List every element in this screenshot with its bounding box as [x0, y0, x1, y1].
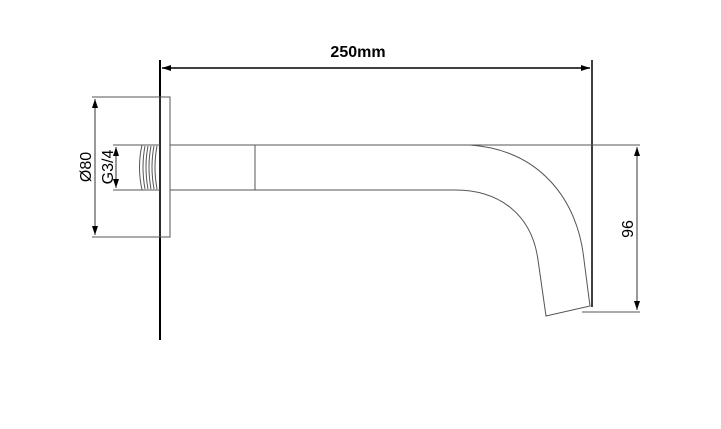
flange-diameter-label: Ø80 [78, 152, 95, 182]
thread [139, 144, 160, 191]
thread-label: G3/4 [100, 150, 117, 185]
length-label: 250mm [330, 44, 385, 61]
height-label: 96 [620, 220, 637, 238]
wall-flange [159, 96, 171, 238]
spout-body [169, 144, 591, 317]
